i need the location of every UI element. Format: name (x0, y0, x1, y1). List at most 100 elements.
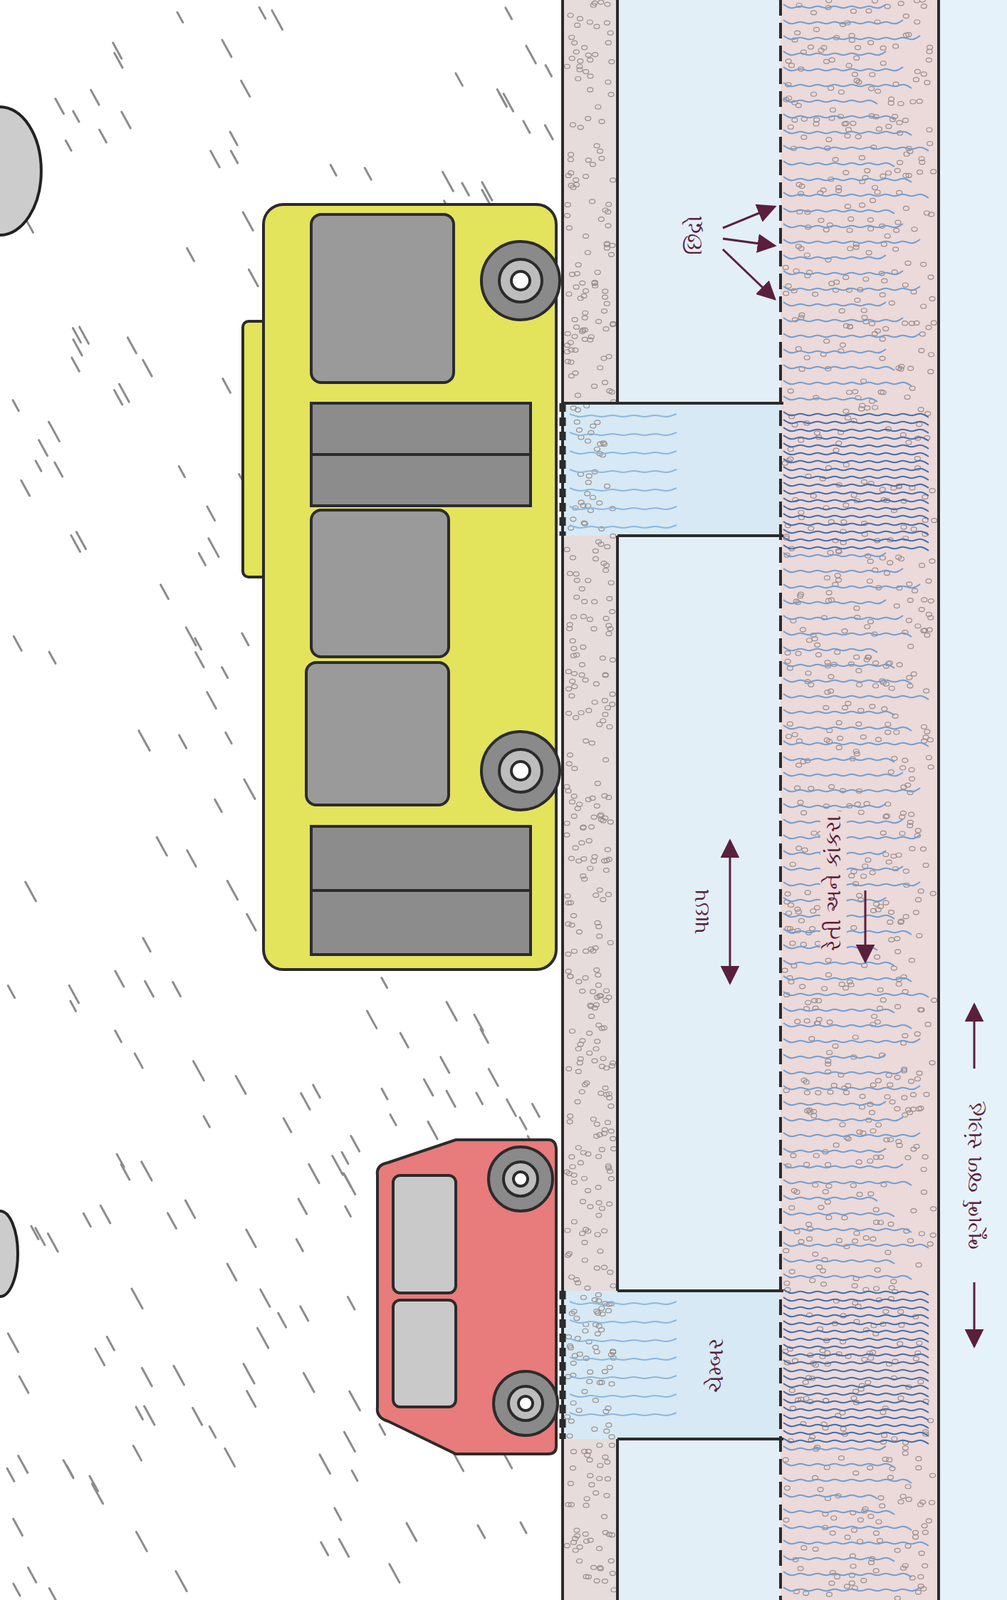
pebble (926, 49, 933, 54)
pebble (872, 405, 879, 410)
callout-label: રેતી અને કાંકરા (820, 811, 847, 956)
pebble (565, 788, 572, 793)
pebble (869, 870, 876, 875)
seeping-water (783, 223, 904, 228)
wheel-hub (511, 271, 530, 290)
pebble (921, 597, 928, 602)
rain-drop (225, 1447, 236, 1466)
pebble (596, 1022, 602, 1027)
pebble (920, 724, 927, 729)
seeping-water (783, 536, 929, 543)
pebble (920, 4, 927, 9)
pebble (803, 1590, 810, 1596)
pebble (925, 754, 932, 760)
pebble (564, 343, 571, 348)
pebble (905, 440, 912, 445)
pebble (590, 989, 597, 994)
rain-drop (241, 80, 250, 97)
rain-drop (192, 1407, 203, 1425)
rain-drop (156, 836, 167, 856)
pebble (869, 72, 876, 77)
seeping-water (783, 1022, 912, 1029)
pebble (900, 524, 907, 530)
pebble (571, 40, 578, 45)
pebble (865, 857, 871, 862)
pebble (922, 734, 929, 740)
pebble (843, 408, 849, 414)
pebble (927, 598, 934, 604)
seeping-water (783, 1257, 895, 1264)
pebble (594, 1232, 601, 1237)
pebble (869, 197, 876, 203)
pebble (585, 578, 592, 583)
pebble (902, 757, 909, 763)
pebble (783, 1517, 790, 1522)
pebble (905, 260, 911, 265)
pebble (878, 904, 884, 909)
seeping-water (783, 474, 929, 480)
pebble (591, 599, 598, 604)
rain-drop (301, 1092, 311, 1109)
rain-drop (179, 734, 187, 748)
rain-drop (185, 627, 196, 646)
pebble (865, 250, 872, 255)
rain-drop (13, 1518, 23, 1535)
rain-drop (48, 421, 60, 441)
rain-drop (222, 667, 228, 678)
pebble (571, 766, 578, 771)
rain-drop (222, 378, 231, 393)
pebble (601, 1264, 608, 1270)
pebble (582, 1531, 589, 1536)
rain-drop (207, 692, 217, 709)
pebble (595, 1185, 602, 1190)
pebble (590, 423, 597, 429)
pebble (874, 1019, 881, 1025)
pebble (567, 1113, 574, 1119)
pebble (600, 1056, 607, 1061)
pebble (875, 1122, 882, 1127)
pebble (571, 1308, 577, 1314)
pebble (785, 283, 792, 288)
seeping-water (783, 1406, 929, 1413)
pebble (915, 1262, 922, 1267)
car-window (393, 1299, 456, 1407)
rain-drop (243, 1363, 255, 1384)
seeping-water (783, 1383, 929, 1389)
pebble (811, 91, 817, 97)
pebble (569, 1029, 575, 1034)
pebble (931, 997, 938, 1003)
pebble (910, 1208, 917, 1213)
pebble (925, 611, 932, 617)
pebble (846, 390, 853, 395)
pebble (589, 795, 596, 800)
pebble (929, 488, 936, 493)
rain-drop (503, 94, 514, 112)
pebble (564, 784, 570, 789)
seeping-water (783, 646, 878, 653)
pebble (568, 1501, 575, 1507)
pebble (888, 1285, 895, 1290)
pebble (569, 799, 575, 805)
pebble (566, 571, 573, 576)
pebble (815, 652, 822, 657)
pebble (581, 598, 588, 604)
pebble (861, 479, 868, 484)
pebble (853, 1470, 859, 1475)
pebble (826, 590, 832, 595)
rain-drop (39, 440, 48, 456)
seeping-water (783, 254, 886, 259)
pebble (606, 596, 613, 601)
pebble (787, 456, 794, 461)
pebble (606, 724, 613, 729)
rain-drop (187, 247, 195, 261)
pebble (859, 1093, 866, 1099)
rain-drop (341, 1151, 349, 1163)
pebble (606, 1165, 612, 1171)
pebble (850, 9, 857, 14)
pebble (569, 693, 575, 698)
car-window (393, 1175, 456, 1293)
leader-arrows (722, 206, 975, 1346)
pebble (571, 1353, 578, 1358)
pebble (924, 80, 931, 85)
pebble (813, 1152, 819, 1158)
